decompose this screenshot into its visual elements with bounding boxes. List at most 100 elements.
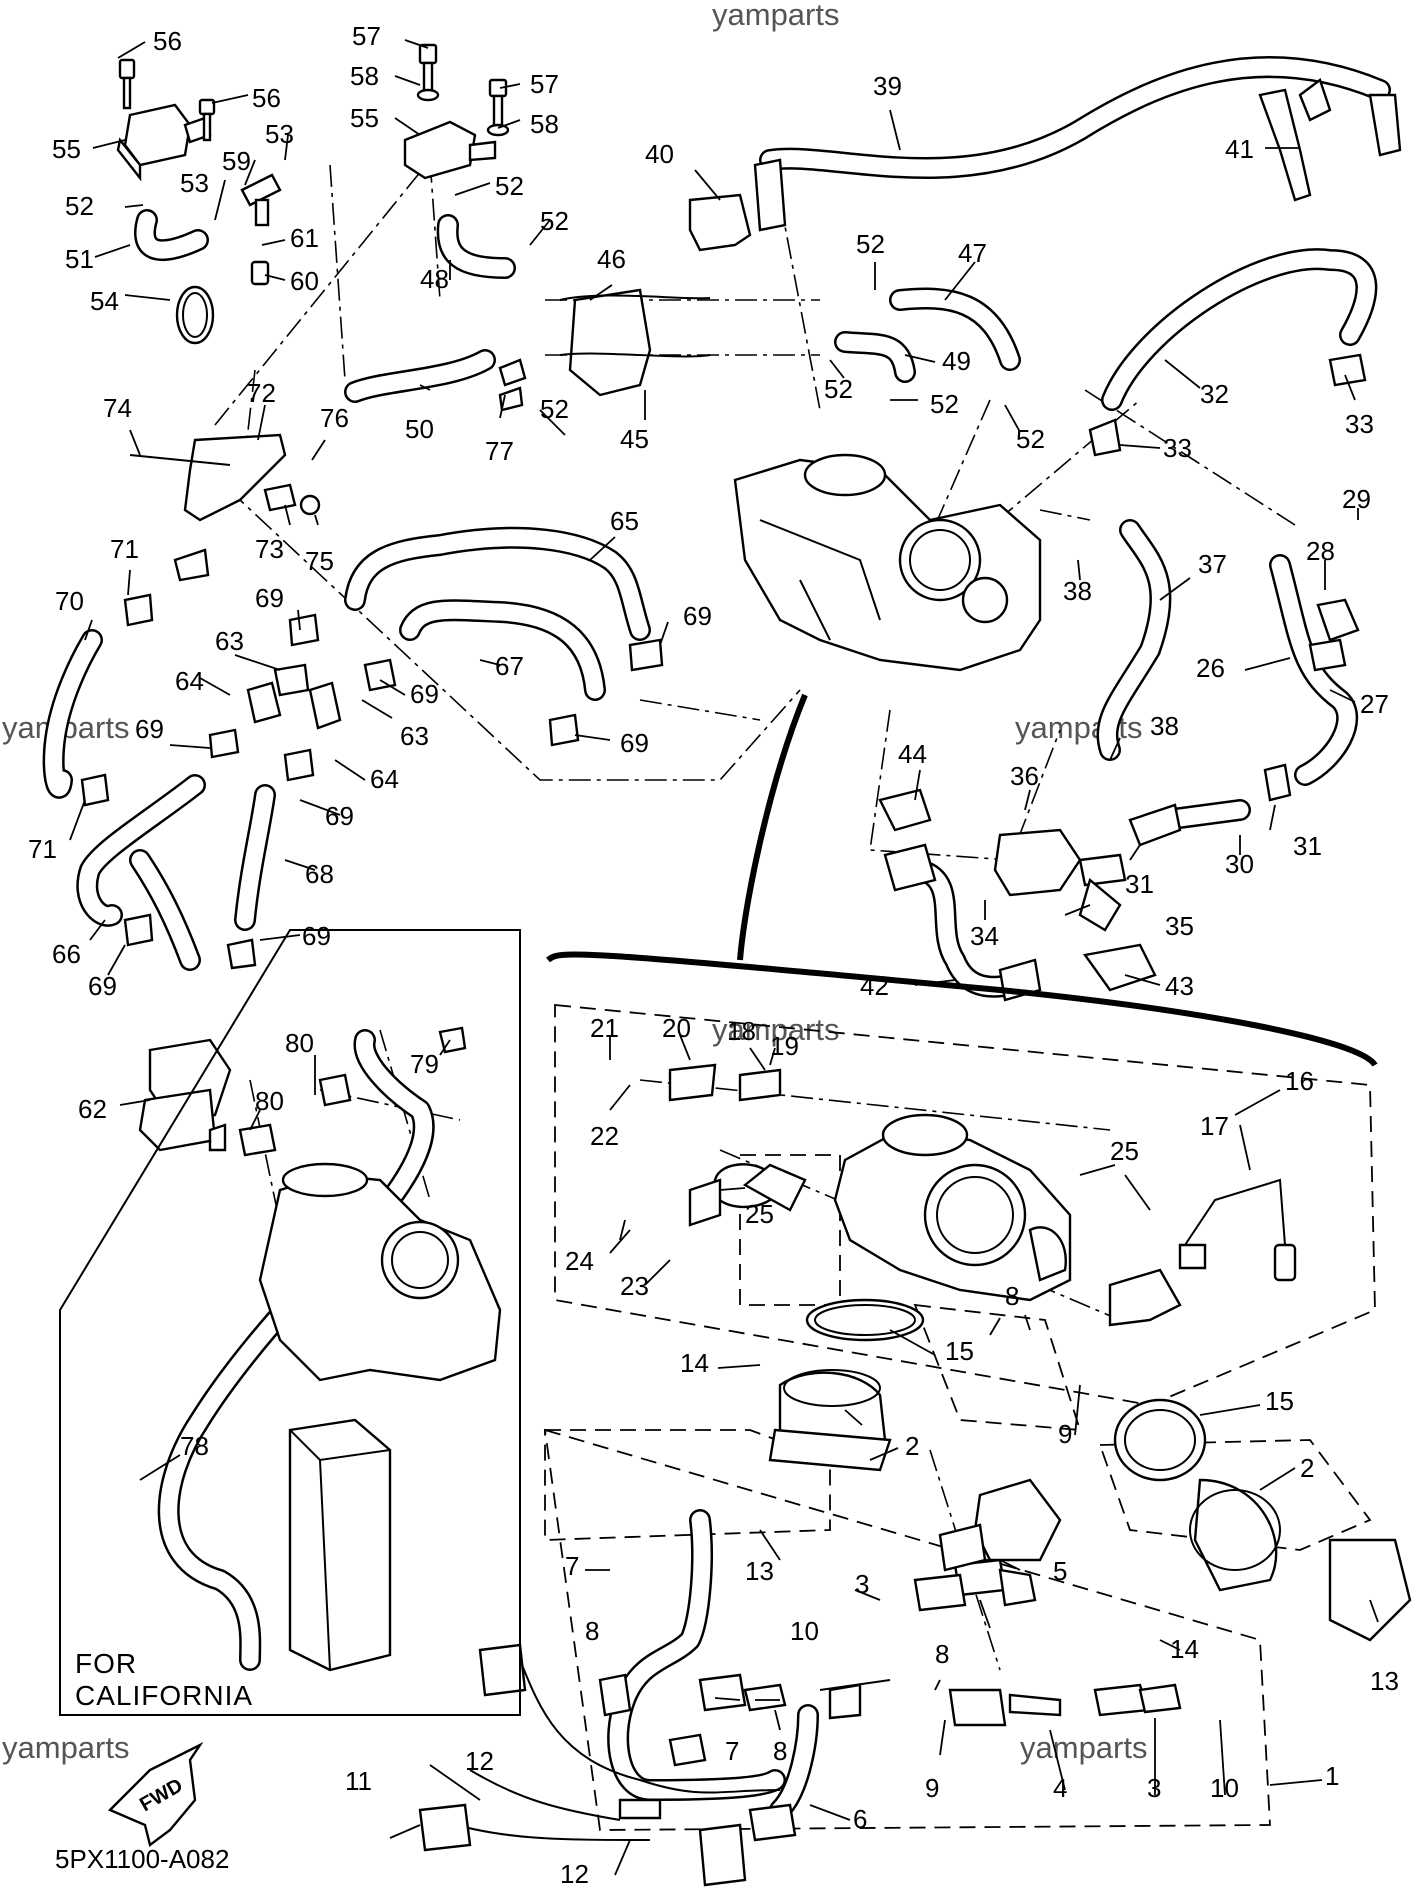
callout-13: 13 <box>1370 1666 1399 1696</box>
california-note-line2: CALIFORNIA <box>75 1680 253 1711</box>
intake-joints <box>768 1298 1412 1642</box>
pressure-sensor-left <box>116 58 216 182</box>
watermark-bottom-right: yamparts <box>1020 1730 1147 1765</box>
hoses-lower-right <box>878 788 1182 1002</box>
callout-37: 37 <box>1198 549 1227 579</box>
callout-35: 35 <box>1165 911 1194 941</box>
callout-38: 38 <box>1063 576 1092 606</box>
callout-61: 61 <box>290 223 319 253</box>
callout-25: 25 <box>1110 1136 1139 1166</box>
callout-52: 52 <box>540 206 569 236</box>
callout-58: 58 <box>530 109 559 139</box>
callout-2: 2 <box>905 1431 919 1461</box>
callout-25: 25 <box>745 1199 774 1229</box>
callout-45: 45 <box>620 424 649 454</box>
hoses-right-side <box>1088 248 1378 831</box>
callout-3: 3 <box>1147 1773 1161 1803</box>
bracket-72 <box>129 433 321 582</box>
callout-52: 52 <box>856 229 885 259</box>
callout-6: 6 <box>853 1804 867 1834</box>
long-hose-39 <box>688 56 1402 252</box>
callout-52: 52 <box>540 394 569 424</box>
callout-40: 40 <box>645 139 674 169</box>
callout-32: 32 <box>1200 379 1229 409</box>
callout-55: 55 <box>52 134 81 164</box>
callout-62: 62 <box>78 1094 107 1124</box>
callout-30: 30 <box>1225 849 1254 879</box>
callout-70: 70 <box>55 586 84 616</box>
callout-69: 69 <box>255 583 284 613</box>
callout-51: 51 <box>65 244 94 274</box>
callout-8: 8 <box>1005 1281 1019 1311</box>
callout-56: 56 <box>153 26 182 56</box>
callout-54: 54 <box>90 286 119 316</box>
callout-52: 52 <box>824 374 853 404</box>
vacuum-lines-45-49 <box>559 287 1021 397</box>
callout-17: 17 <box>1200 1111 1229 1141</box>
callout-8: 8 <box>585 1616 599 1646</box>
callout-3: 3 <box>855 1569 869 1599</box>
callout-60: 60 <box>290 266 319 296</box>
callout-44: 44 <box>898 739 927 769</box>
callout-75: 75 <box>305 546 334 576</box>
callout-12: 12 <box>465 1746 494 1776</box>
callout-73: 73 <box>255 534 284 564</box>
callout-57: 57 <box>352 21 381 51</box>
callout-10: 10 <box>790 1616 819 1646</box>
california-note-line1: FOR <box>75 1648 137 1679</box>
callout-69: 69 <box>135 714 164 744</box>
callout-69: 69 <box>410 679 439 709</box>
callout-52: 52 <box>930 389 959 419</box>
callout-74: 74 <box>103 393 132 423</box>
callout-33: 33 <box>1345 409 1374 439</box>
callout-14: 14 <box>1170 1634 1199 1664</box>
watermarks: yamparts yamparts yamparts yamparts yamp… <box>2 0 1147 1765</box>
hoses-left-group <box>42 526 651 971</box>
callout-12: 12 <box>560 1859 589 1889</box>
callout-7: 7 <box>725 1736 739 1766</box>
callout-69: 69 <box>88 971 117 1001</box>
watermark-center: yamparts <box>712 1012 839 1047</box>
callout-20: 20 <box>662 1013 691 1043</box>
california-inset <box>59 929 521 1716</box>
callout-8: 8 <box>773 1736 787 1766</box>
callout-28: 28 <box>1306 536 1335 566</box>
callout-15: 15 <box>945 1336 974 1366</box>
callout-47: 47 <box>958 238 987 268</box>
callout-9: 9 <box>1058 1419 1072 1449</box>
callout-77: 77 <box>485 436 514 466</box>
callout-59: 59 <box>222 146 251 176</box>
callout-76: 76 <box>320 403 349 433</box>
callout-33: 33 <box>1163 433 1192 463</box>
callout-63: 63 <box>400 721 429 751</box>
callout-31: 31 <box>1293 831 1322 861</box>
callout-69: 69 <box>620 728 649 758</box>
callout-38: 38 <box>1150 711 1179 741</box>
watermark-top: yamparts <box>712 0 839 32</box>
callout-79: 79 <box>410 1049 439 1079</box>
callout-21: 21 <box>590 1013 619 1043</box>
callout-50: 50 <box>405 414 434 444</box>
throttle-body-detail <box>668 1063 1297 1327</box>
callout-56: 56 <box>252 83 281 113</box>
detail-frame <box>543 693 1378 1831</box>
callout-72: 72 <box>247 378 276 408</box>
fuel-injection-parts <box>418 1478 1182 1887</box>
callout-19: 19 <box>770 1031 799 1061</box>
callout-78: 78 <box>180 1431 209 1461</box>
callout-49: 49 <box>942 346 971 376</box>
callout-71: 71 <box>28 834 57 864</box>
callout-39: 39 <box>873 71 902 101</box>
callout-63: 63 <box>215 626 244 656</box>
throttle-body-top <box>733 453 1042 672</box>
callout-52: 52 <box>495 171 524 201</box>
callout-69: 69 <box>302 921 331 951</box>
callout-18: 18 <box>727 1016 756 1046</box>
callout-80: 80 <box>285 1028 314 1058</box>
callout-labels: 56 56 55 53 59 53 52 61 51 60 54 57 58 5… <box>28 21 1399 1889</box>
callout-5: 5 <box>1053 1556 1067 1586</box>
callout-16: 16 <box>1285 1066 1314 1096</box>
callout-42: 42 <box>860 971 889 1001</box>
callout-57: 57 <box>530 69 559 99</box>
